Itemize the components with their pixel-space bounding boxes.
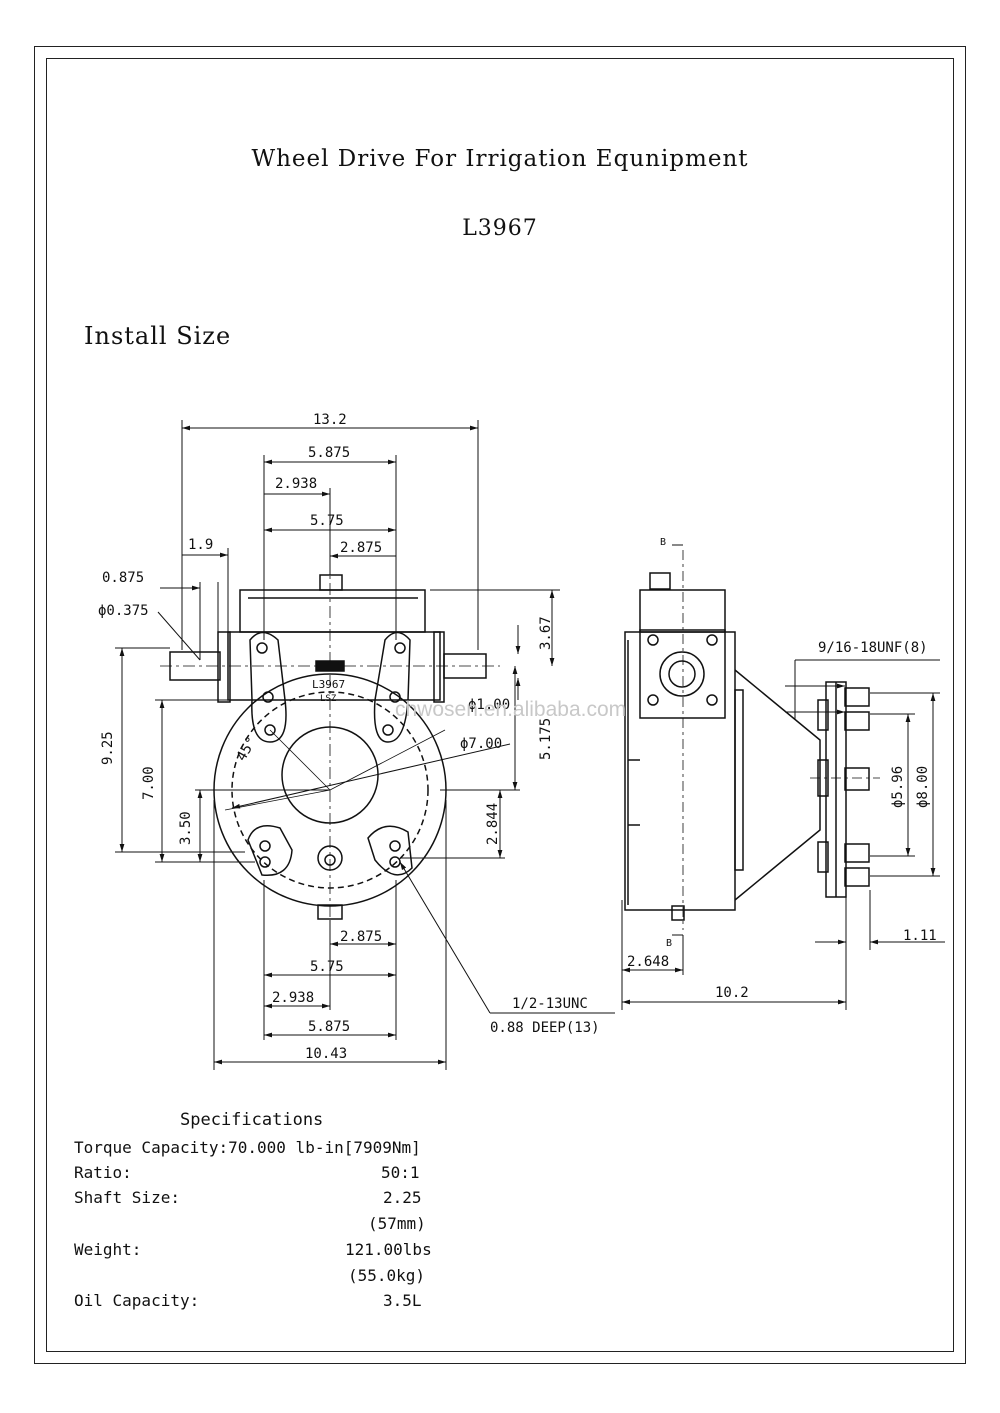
dim-phi-7-00: ϕ7.00 bbox=[460, 736, 502, 752]
side-top-housing bbox=[639, 589, 726, 633]
thread-spec: 1/2-13UNC bbox=[512, 996, 588, 1012]
side-cone bbox=[734, 669, 821, 901]
body-upper bbox=[227, 631, 441, 701]
dim-3-67: 3.67 bbox=[538, 616, 554, 650]
dim-2-875-top: 2.875 bbox=[340, 540, 382, 556]
section-marker-bottom: B bbox=[666, 938, 672, 949]
dim-2-648: 2.648 bbox=[627, 954, 669, 970]
stud bbox=[844, 687, 870, 707]
spec-weight-metric: (55.0kg) bbox=[348, 1266, 426, 1285]
dim-5-875-bottom: 5.875 bbox=[308, 1019, 350, 1035]
dim-10-43: 10.43 bbox=[305, 1046, 347, 1062]
side-flange bbox=[639, 629, 726, 719]
dim-5-875-top: 5.875 bbox=[308, 445, 350, 461]
section-label: Install Size bbox=[84, 322, 232, 350]
side-view bbox=[624, 550, 880, 930]
dim-phi-8-00: ϕ8.00 bbox=[915, 766, 931, 808]
front-view bbox=[160, 560, 500, 930]
side-top-boss bbox=[649, 572, 671, 590]
side-bottom-boss bbox=[671, 905, 685, 921]
dim-phi-0-375: ϕ0.375 bbox=[98, 603, 149, 619]
drawing-title: Wheel Drive For Irrigation Equnipment bbox=[251, 146, 749, 172]
spec-oil-label: Oil Capacity: bbox=[74, 1291, 200, 1310]
model-number: L3967 bbox=[462, 216, 538, 241]
dim-45-deg: 45° bbox=[234, 734, 261, 764]
spec-weight-value: 121.00lbs bbox=[345, 1240, 432, 1259]
top-housing bbox=[239, 589, 426, 633]
spec-torque: Torque Capacity:70.000 lb-in[7909Nm] bbox=[74, 1138, 421, 1157]
spec-ratio-label: Ratio: bbox=[74, 1163, 132, 1182]
dim-5-175: 5.175 bbox=[538, 718, 554, 760]
front-dim-labels: 13.2 5.875 2.938 5.75 1.9 2.875 0.875 ϕ0… bbox=[98, 412, 600, 1062]
dim-3-50: 3.50 bbox=[178, 811, 194, 845]
spec-ratio-value: 50:1 bbox=[381, 1163, 420, 1182]
dim-1-11: 1.11 bbox=[903, 928, 937, 944]
spec-shaft-value: 2.25 bbox=[383, 1188, 422, 1207]
spec-weight-label: Weight: bbox=[74, 1240, 142, 1259]
dim-13-2: 13.2 bbox=[313, 412, 347, 428]
lower-right-bracket bbox=[367, 825, 413, 876]
watermark: chwosen.en.alibaba.com bbox=[395, 698, 626, 721]
dim-unf: 9/16-18UNF(8) bbox=[818, 640, 928, 656]
side-dim-labels: 9/16-18UNF(8) 1.11 2.648 10.2 B B ϕ5.96 … bbox=[627, 537, 937, 1001]
plate-sublabel: LSZ bbox=[320, 694, 337, 704]
dim-phi-1-00: ϕ1.00 bbox=[468, 697, 510, 713]
right-bracket bbox=[373, 631, 411, 743]
dim-10-2: 10.2 bbox=[715, 985, 749, 1001]
side-body bbox=[624, 631, 736, 911]
outer-border bbox=[34, 46, 966, 1364]
dim-2-844: 2.844 bbox=[485, 803, 501, 845]
inner-border bbox=[46, 58, 954, 1352]
thread-depth: 0.88 DEEP(13) bbox=[490, 1020, 600, 1036]
spec-oil-value: 3.5L bbox=[383, 1291, 422, 1310]
dim-2-938-bottom: 2.938 bbox=[272, 990, 314, 1006]
spec-shaft-metric: (57mm) bbox=[368, 1214, 426, 1233]
dim-0-875: 0.875 bbox=[102, 570, 144, 586]
dim-2-875-bottom: 2.875 bbox=[340, 929, 382, 945]
lower-left-bracket bbox=[247, 825, 293, 877]
dim-2-938-top: 2.938 bbox=[275, 476, 317, 492]
section-marker-top: B bbox=[660, 537, 666, 548]
dim-phi-5-96: ϕ5.96 bbox=[890, 766, 906, 808]
plate-label: L3967 bbox=[312, 678, 345, 691]
dim-1-9: 1.9 bbox=[188, 537, 213, 553]
dim-5-75-top: 5.75 bbox=[310, 513, 344, 529]
top-boss bbox=[319, 574, 343, 591]
dim-9-25: 9.25 bbox=[100, 731, 116, 765]
name-plate bbox=[315, 660, 345, 672]
dim-7-00: 7.00 bbox=[141, 766, 157, 800]
dim-5-75-bottom: 5.75 bbox=[310, 959, 344, 975]
spec-shaft-label: Shaft Size: bbox=[74, 1188, 180, 1207]
specs-heading: Specifications bbox=[180, 1110, 324, 1130]
